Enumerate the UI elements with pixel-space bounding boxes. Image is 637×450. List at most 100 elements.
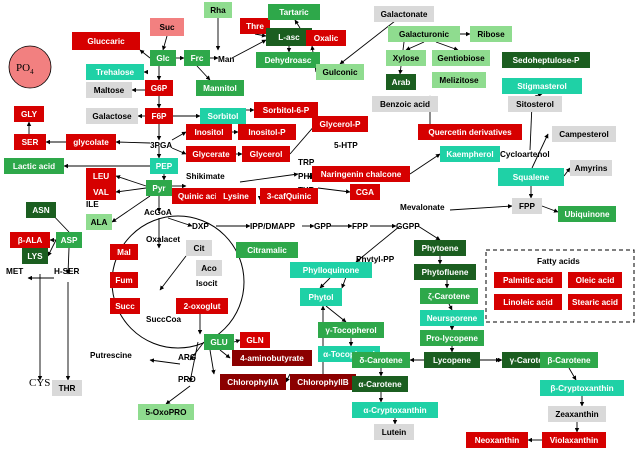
node-cga-box bbox=[350, 184, 380, 200]
node-trehalose-box bbox=[86, 64, 144, 80]
node-tartaric-box bbox=[268, 4, 320, 20]
edge-10 bbox=[196, 65, 211, 81]
node-lasc-label: L-asc bbox=[278, 33, 300, 42]
fatty-acids-legend-title: Fatty acids bbox=[537, 257, 580, 266]
node-sorbitol-label: Sorbitol bbox=[208, 112, 239, 121]
node-stigmasterol: Stigmasterol bbox=[502, 78, 582, 94]
node-asp-label: ASP bbox=[61, 236, 78, 245]
node-gln-label: GLN bbox=[246, 336, 263, 345]
node-frc-label: Frc bbox=[191, 54, 204, 63]
node-leu-label: LEU bbox=[93, 172, 109, 181]
node-palmitic-box bbox=[494, 272, 562, 288]
node-galactose: Galactose bbox=[86, 108, 138, 124]
edge-45 bbox=[308, 173, 313, 179]
node-cga: CGA bbox=[350, 184, 380, 200]
edge-46 bbox=[409, 153, 441, 175]
node-phytofluene-label: Phytofluene bbox=[422, 268, 469, 277]
node-violaxanthin-label: Violaxanthin bbox=[550, 436, 599, 445]
node-arab-label: Arab bbox=[392, 78, 411, 87]
node-ribose: Ribose bbox=[470, 26, 512, 42]
node-bcrypto-label: β-Cryptoxanthin bbox=[550, 384, 613, 393]
node-acarotene: α-Carotene bbox=[352, 376, 408, 392]
edge-35 bbox=[289, 123, 317, 155]
edge-95 bbox=[189, 341, 205, 361]
node-phylloquinone: Phylloquinone bbox=[290, 262, 372, 278]
node-ubiquinone: Ubiquinone bbox=[558, 206, 616, 222]
node-aminobutyrate-label: 4-aminobutyrate bbox=[240, 354, 304, 363]
node-sedoheptulose: Sedoheptulose-P bbox=[502, 52, 590, 68]
node-gluccaric: Gluccaric bbox=[72, 32, 140, 50]
node-val-box bbox=[86, 184, 116, 200]
node-linoleic-box bbox=[494, 294, 562, 310]
node-thre: Thre bbox=[240, 18, 270, 34]
node-lactic: Lactic acid bbox=[4, 158, 64, 174]
node-betaala: β-ALA bbox=[10, 232, 50, 248]
node-violaxanthin: Violaxanthin bbox=[542, 432, 606, 448]
node-stearic: Stearic acid bbox=[568, 294, 622, 310]
edge-77 bbox=[541, 205, 559, 213]
node-dehydroasc-label: Dehydroasc bbox=[265, 56, 312, 65]
edge-80 bbox=[531, 133, 549, 169]
edge-42 bbox=[239, 172, 299, 183]
node-melizitose-box bbox=[432, 72, 486, 88]
edge-93 bbox=[285, 373, 291, 383]
node-benzoic-box bbox=[372, 96, 438, 112]
label-ippdmapp: IPP/DMAPP bbox=[250, 222, 296, 231]
label-phe: PHE bbox=[298, 172, 315, 181]
node-2oxoglut-box bbox=[176, 298, 228, 314]
po4-label: PO4 bbox=[16, 62, 34, 76]
node-phytoene: Phytoene bbox=[414, 240, 466, 256]
node-citramalic-label: Citramalic bbox=[247, 246, 287, 255]
node-lasc-box bbox=[266, 28, 312, 46]
node-bcrypto: β-Cryptoxanthin bbox=[540, 380, 624, 396]
node-quinic-label: Quinic acid bbox=[178, 192, 222, 201]
edge-14 bbox=[254, 33, 267, 38]
node-mal-label: Mal bbox=[117, 248, 131, 257]
edge-74 bbox=[325, 305, 347, 323]
node-quercetin-box bbox=[418, 124, 522, 140]
node-stearic-box bbox=[568, 294, 622, 310]
edge-55 bbox=[417, 225, 441, 241]
node-lactic-label: Lactic acid bbox=[13, 162, 55, 171]
node-zeaxanthin-label: Zeaxanthin bbox=[555, 410, 598, 419]
node-cga-label: CGA bbox=[356, 188, 374, 197]
node-dehydroasc: Dehydroasc bbox=[256, 52, 320, 68]
node-tartaric: Tartaric bbox=[268, 4, 320, 20]
edge-15 bbox=[294, 19, 301, 29]
edge-99 bbox=[159, 255, 187, 291]
node-lycopene-box bbox=[424, 352, 480, 368]
node-quercetin-label: Quercetin derivatives bbox=[428, 128, 512, 137]
node-arab: Arab bbox=[386, 74, 416, 90]
edge-73 bbox=[319, 277, 331, 289]
node-neurosporene-box bbox=[420, 310, 484, 326]
node-amyrins-label: Amyrins bbox=[575, 164, 608, 173]
node-sedoheptulose-box bbox=[502, 52, 590, 68]
label-oxalacet: Oxalacet bbox=[146, 235, 180, 244]
node-lasc: L-asc bbox=[266, 28, 312, 46]
node-acrypto-label: α-Cryptoxanthin bbox=[363, 406, 426, 415]
node-squalene-label: Squalene bbox=[513, 173, 550, 182]
node-gulconic-label: Gulconic bbox=[322, 68, 357, 77]
node-lysine: Lysine bbox=[216, 188, 256, 204]
node-campesterol-label: Campesterol bbox=[559, 130, 609, 139]
node-glycerate: Glycerate bbox=[186, 146, 236, 162]
node-phytoene-box bbox=[414, 240, 466, 256]
node-glu-label: GLU bbox=[210, 338, 227, 347]
node-sorbitol6p: Sorbitol-6-P bbox=[254, 102, 318, 118]
node-neurosporene: Neursporene bbox=[420, 310, 484, 326]
edge-12 bbox=[231, 39, 267, 59]
edge-19 bbox=[339, 13, 405, 65]
edge-96 bbox=[149, 358, 181, 365]
node-chlorophyllB-box bbox=[290, 374, 356, 390]
node-thre-label: Thre bbox=[246, 22, 264, 31]
edge-1 bbox=[139, 49, 151, 59]
fatty-acids-legend-box bbox=[485, 249, 635, 323]
node-pyr-label: Pyr bbox=[152, 184, 166, 193]
node-naringenin-label: Naringenin chalcone bbox=[321, 170, 402, 179]
node-lysine-box bbox=[216, 188, 256, 204]
node-3cafquinic-label: 3-cafQuinic bbox=[267, 192, 312, 201]
node-phylloquinone-label: Phylloquinone bbox=[303, 266, 360, 275]
node-leu-box bbox=[86, 168, 116, 184]
node-sorbitol6p-label: Sorbitol-6-P bbox=[263, 106, 310, 115]
po4-circle bbox=[8, 45, 52, 89]
